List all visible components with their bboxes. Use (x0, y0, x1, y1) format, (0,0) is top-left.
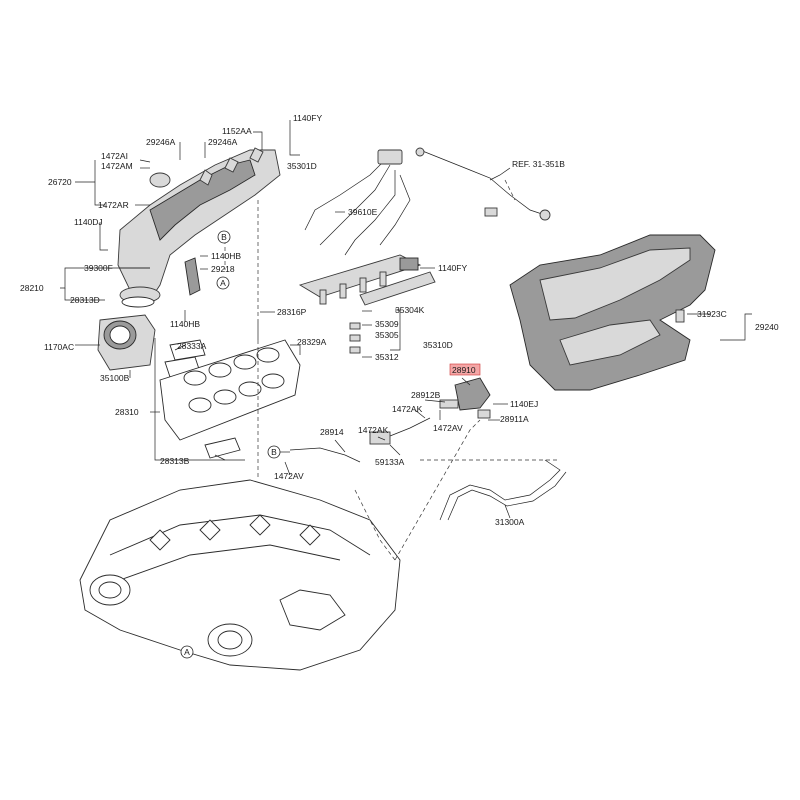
label-28911a: 28911A (500, 414, 529, 424)
label-1140dj: 1140DJ (74, 217, 103, 227)
marker-b-lower-text: B (271, 447, 277, 457)
label-29218: 29218 (211, 264, 235, 274)
label-35304k: 35304K (395, 305, 425, 315)
marker-b-upper-text: B (221, 232, 227, 242)
label-1472ai: 1472AI (101, 151, 128, 161)
label-31923c: 31923C (697, 309, 727, 319)
label-28912b: 28912B (411, 390, 441, 400)
label-35301d: 35301D (287, 161, 317, 171)
label-39300f: 39300F (84, 263, 113, 273)
fuel-rail (298, 254, 436, 306)
label-35312: 35312 (375, 352, 399, 362)
intake-manifold-assembly (117, 147, 281, 308)
wiring-harness (304, 147, 551, 256)
label-1472av-1: 1472AV (433, 423, 463, 433)
label-39610e: 39610E (348, 207, 378, 217)
label-35309: 35309 (375, 319, 399, 329)
highlight-box-28910 (449, 363, 481, 376)
leader-lines (60, 120, 752, 519)
label-1140fy-mid: 1140FY (438, 263, 467, 273)
marker-a-lower-text: A (184, 647, 190, 657)
label-1472ak-1: 1472AK (392, 404, 423, 414)
label-1472ak-2: 1472AK (358, 425, 389, 435)
label-35100b: 35100B (100, 373, 130, 383)
label-1472av-2: 1472AV (274, 471, 304, 481)
label-28910: 28910 (452, 365, 476, 375)
label-1472am: 1472AM (101, 161, 133, 171)
label-28313b: 28313B (160, 456, 190, 466)
label-29246a-1: 29246A (146, 137, 176, 147)
throttle-body (88, 314, 156, 371)
label-26720: 26720 (48, 177, 72, 187)
label-28914: 28914 (320, 427, 344, 437)
label-1152aa: 1152AA (222, 126, 252, 136)
label-1140hb-1: 1140HB (211, 251, 241, 261)
label-59133a: 59133A (375, 457, 405, 467)
label-31300a: 31300A (495, 517, 525, 527)
lower-intake-manifold (159, 339, 301, 459)
engine-cover (509, 234, 716, 391)
reference-marker-a-upper: A (216, 276, 230, 290)
engine-block (79, 479, 401, 671)
purge-control-solenoid (439, 377, 491, 419)
pcv-pipe (439, 459, 567, 521)
marker-a-upper-text: A (220, 278, 226, 288)
reference-marker-a-lower: A (180, 645, 194, 659)
label-1140fy-top: 1140FY (293, 113, 322, 123)
label-1170ac: 1170AC (44, 342, 74, 352)
injector-seal-parts (349, 322, 361, 354)
label-29240: 29240 (755, 322, 779, 332)
reference-marker-b-upper: B (217, 230, 231, 244)
label-1472ar: 1472AR (98, 200, 129, 210)
label-28316p: 28316P (277, 307, 307, 317)
label-35305: 35305 (375, 330, 399, 340)
part-labels: 1140FY 1152AA 29246A 29246A 1472AI 1472A… (20, 113, 779, 527)
label-ref: REF. 31-351B (512, 159, 565, 169)
label-1140ej: 1140EJ (510, 399, 538, 409)
label-28310: 28310 (115, 407, 139, 417)
label-28329a: 28329A (297, 337, 327, 347)
label-28313d: 28313D (70, 295, 100, 305)
label-35310d: 35310D (423, 340, 453, 350)
label-1140hb-2: 1140HB (170, 319, 200, 329)
label-28333a: 28333A (177, 341, 207, 351)
reference-marker-b-lower: B (267, 445, 281, 459)
label-28210: 28210 (20, 283, 44, 293)
label-29246a-2: 29246A (208, 137, 238, 147)
